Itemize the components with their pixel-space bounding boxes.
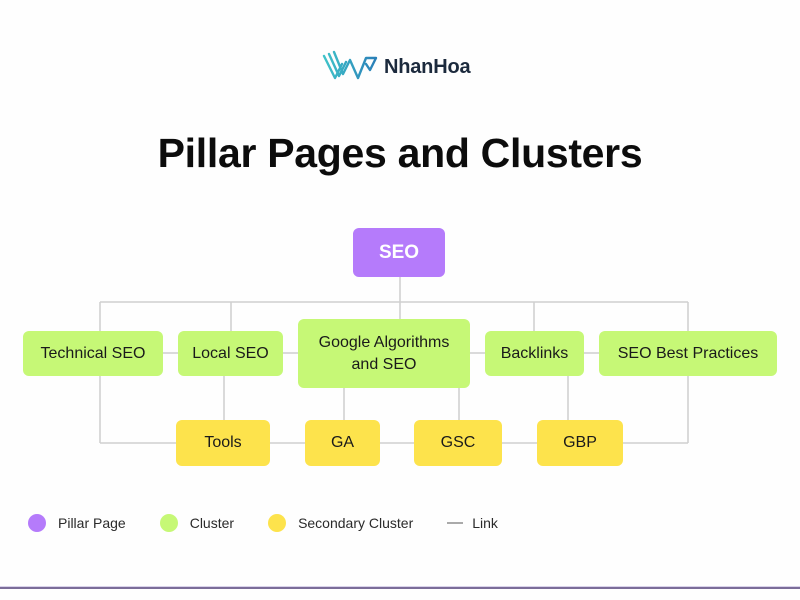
- cluster-node-backlinks[interactable]: Backlinks: [485, 331, 584, 376]
- legend-item-link: Link: [447, 515, 498, 531]
- legend-label: Link: [472, 515, 498, 531]
- cluster-node-local-seo[interactable]: Local SEO: [178, 331, 283, 376]
- secondary-node-gbp[interactable]: GBP: [537, 420, 623, 466]
- secondary-node-gsc[interactable]: GSC: [414, 420, 502, 466]
- cluster-node-seo-best-practices[interactable]: SEO Best Practices: [599, 331, 777, 376]
- legend-item-pillar: Pillar Page: [28, 514, 126, 532]
- cluster-node-technical-seo[interactable]: Technical SEO: [23, 331, 163, 376]
- brand-name: NhanHoa: [384, 55, 471, 78]
- legend-item-secondary: Secondary Cluster: [268, 514, 413, 532]
- legend-label: Cluster: [189, 515, 235, 531]
- legend-label: Pillar Page: [58, 515, 126, 531]
- legend: Pillar Page Cluster Secondary Cluster Li…: [28, 514, 532, 532]
- secondary-node-tools[interactable]: Tools: [176, 420, 270, 466]
- legend-label: Secondary Cluster: [298, 515, 414, 531]
- page-title: Pillar Pages and Clusters: [157, 130, 643, 176]
- cluster-dot-icon: [159, 514, 178, 532]
- bottom-divider: [0, 587, 800, 589]
- link-line-icon: [447, 522, 464, 524]
- pillar-node-seo[interactable]: SEO: [353, 228, 445, 277]
- bottom-divider-highlight: [0, 586, 800, 587]
- legend-item-cluster: Cluster: [159, 514, 235, 532]
- secondary-dot-icon: [268, 514, 287, 532]
- brand-logo: NhanHoa: [322, 50, 471, 84]
- secondary-node-ga[interactable]: GA: [305, 420, 380, 466]
- pillar-dot-icon: [28, 514, 46, 532]
- nhanhoa-w-logo-icon: [322, 50, 378, 80]
- cluster-node-google-algorithms[interactable]: Google Algorithms and SEO: [298, 319, 470, 388]
